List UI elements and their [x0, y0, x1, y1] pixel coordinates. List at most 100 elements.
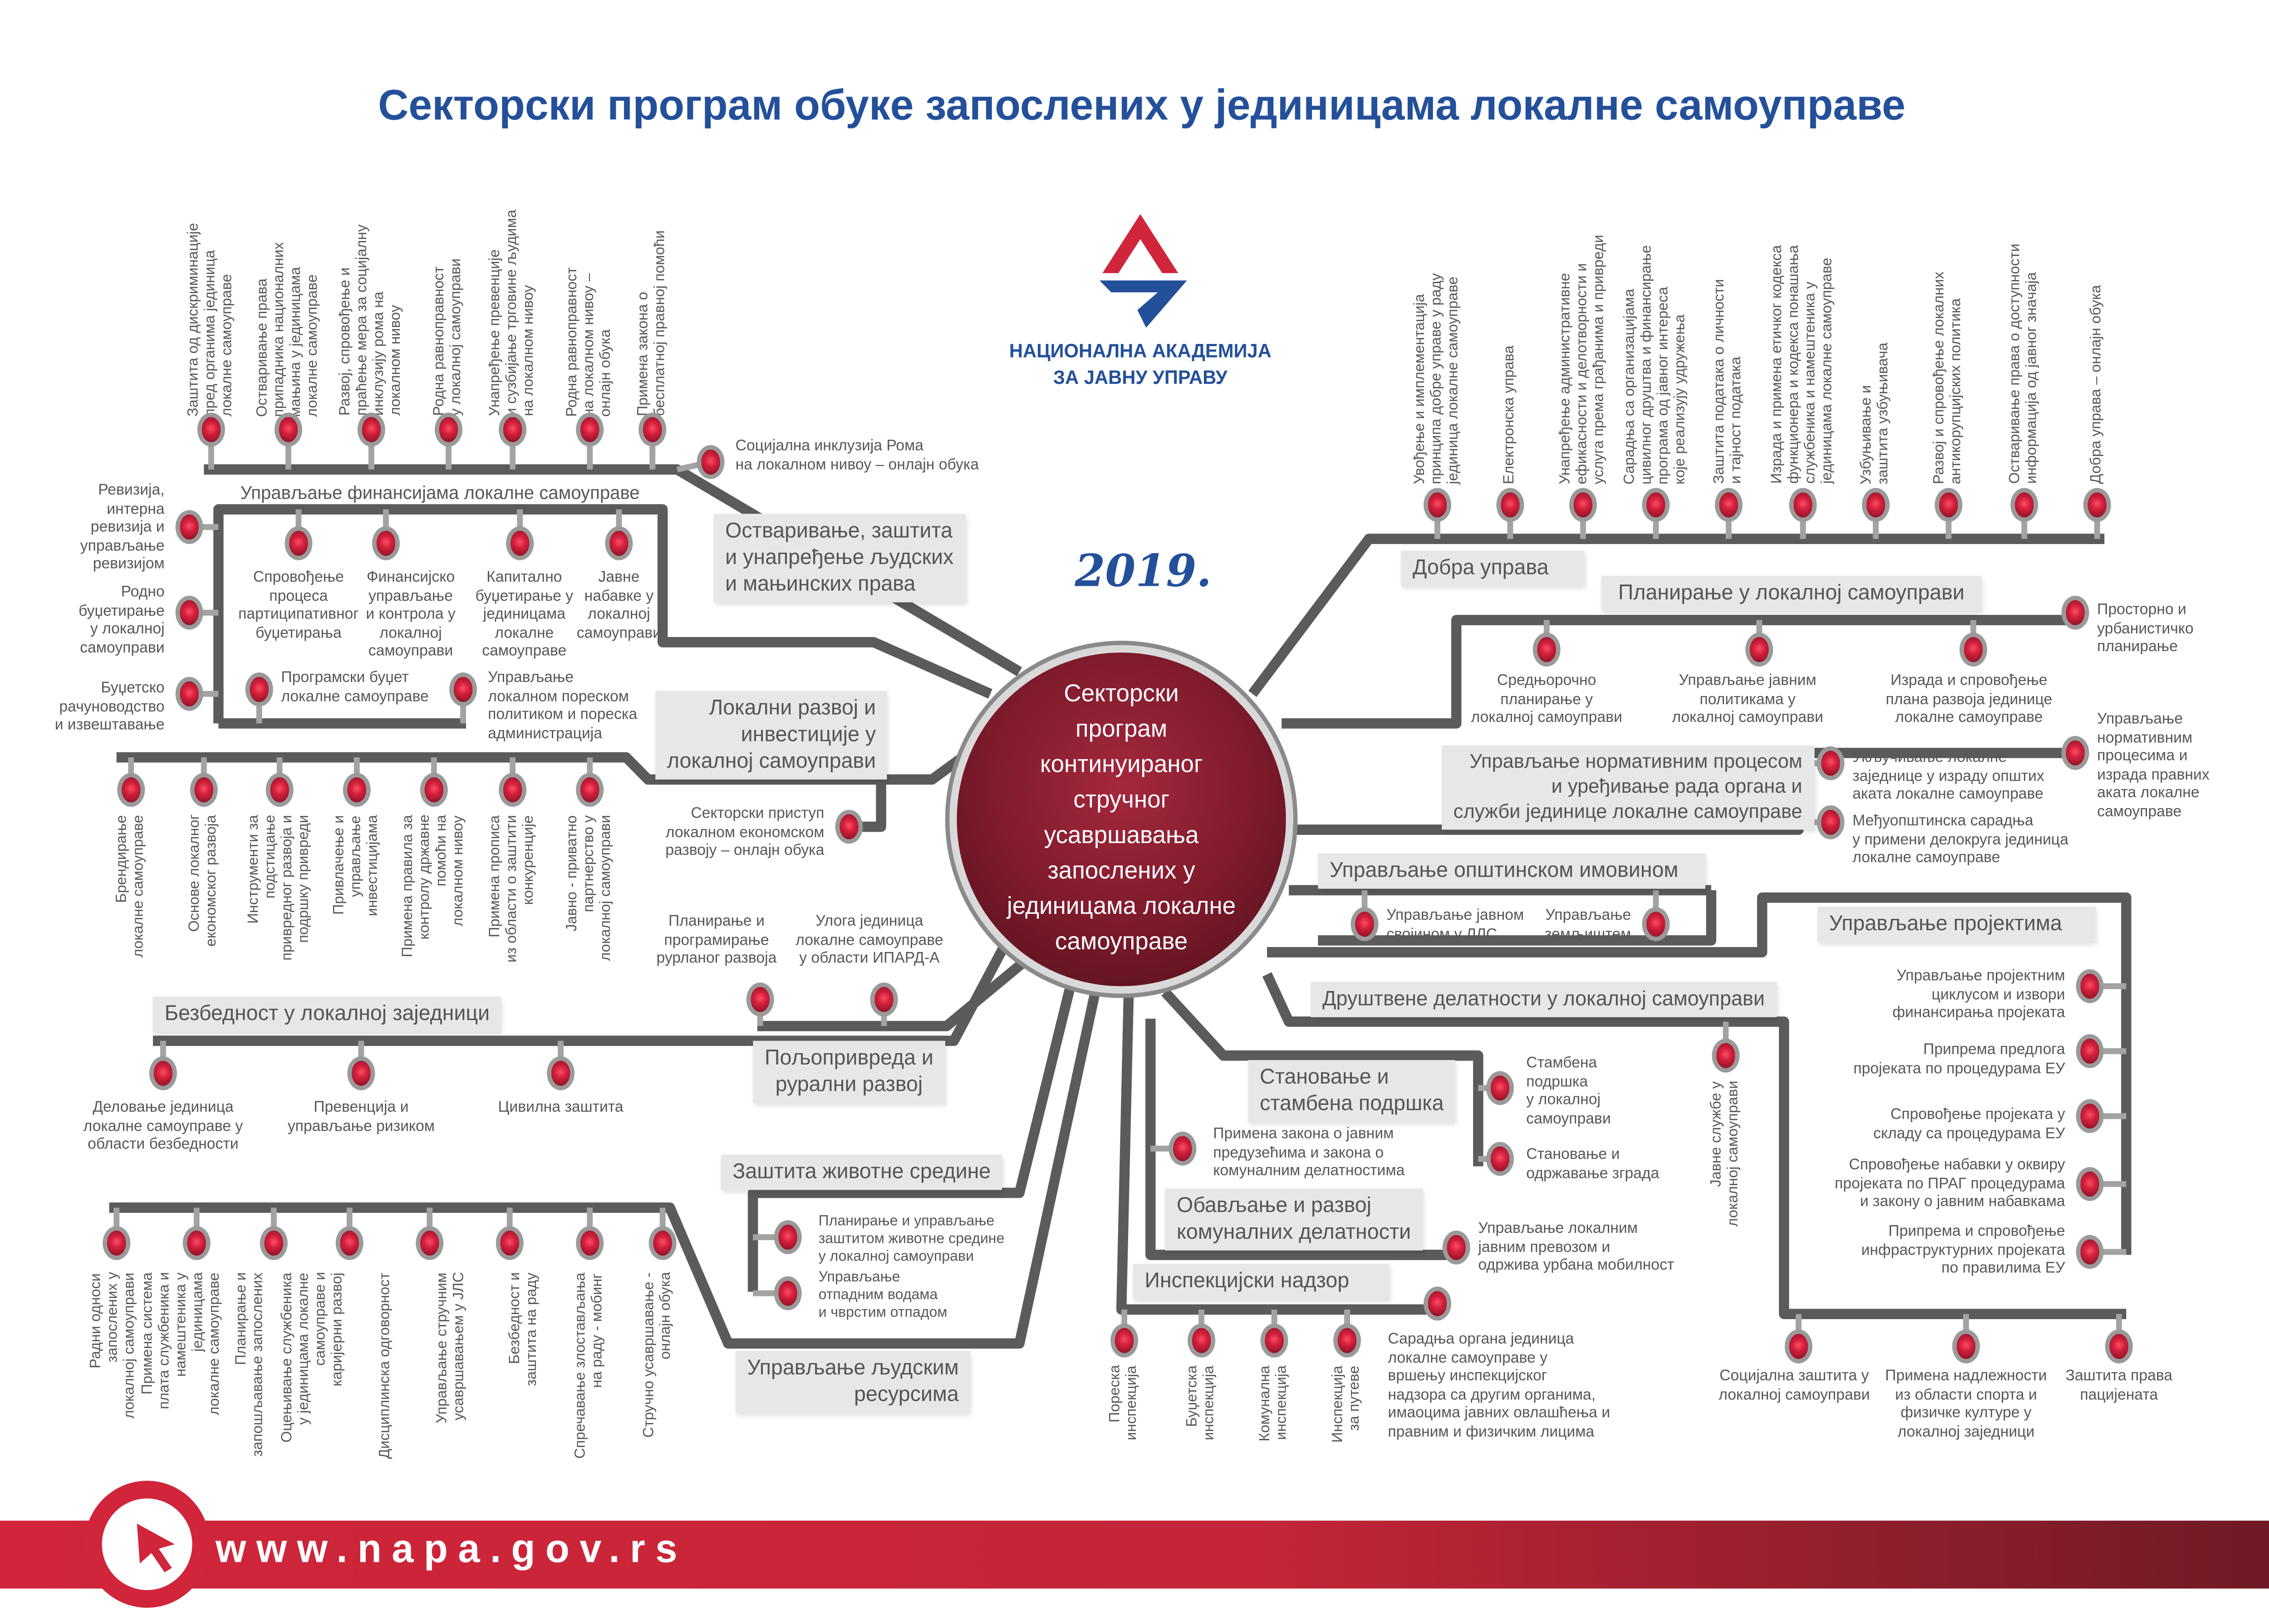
- node-pin: [2010, 488, 2038, 522]
- node-pin: [285, 526, 313, 560]
- item-label: Управљање јавном својином у ЛЛС: [1386, 906, 1524, 943]
- node-pin: [1959, 633, 1987, 667]
- node-pin: [103, 1226, 131, 1260]
- item-label: Спречавање злостављања на раду - мобинг: [573, 1272, 606, 1459]
- node-pin: [496, 1226, 524, 1260]
- item-label: Деловање јединица локалне самоуправе у о…: [83, 1098, 243, 1153]
- node-pin: [175, 677, 203, 711]
- item-label: Оцењивање службеника у јединицама локалн…: [280, 1272, 346, 1443]
- item-label: Остваривање права о доступности информац…: [2007, 244, 2041, 485]
- group-label-planning: Планирање у локалној самоуправи: [1601, 575, 1982, 612]
- node-pin: [2076, 1034, 2104, 1068]
- item-label: Брендирање локалне самоуправе: [114, 814, 147, 958]
- node-pin: [190, 773, 218, 807]
- item-label: Развој и спровођење локалних антикорупци…: [1932, 271, 1965, 485]
- node-pin: [1486, 1071, 1514, 1105]
- node-pin: [1351, 907, 1379, 942]
- item-label: Родно буџетирање у локалној самоуправи: [79, 583, 165, 657]
- item-label: Превенција и управљање ризиком: [287, 1098, 435, 1135]
- group-label-human-rights: Остваривање, заштита и унапређење људски…: [713, 514, 965, 603]
- node-pin: [357, 412, 385, 447]
- node-pin: [175, 595, 203, 630]
- item-label: Инструменти за подстицање привредног раз…: [246, 814, 313, 961]
- group-label-environment: Заштита животне средине: [721, 1154, 1002, 1190]
- group-label-normative: Управљање нормативним процесом и уређива…: [1442, 746, 1814, 829]
- item-label: Израда и примена етичког кодекса функцио…: [1769, 245, 1836, 485]
- node-pin: [2061, 736, 2089, 770]
- node-pin: [420, 773, 448, 807]
- node-pin: [648, 1226, 677, 1260]
- item-label: Сарадња органа јединица локалне самоупра…: [1388, 1330, 1611, 1441]
- item-label: Социјална заштита у локалној самоуправи: [1719, 1367, 1870, 1403]
- node-pin: [774, 1220, 802, 1254]
- node-pin: [274, 412, 302, 447]
- node-pin: [1496, 488, 1524, 522]
- item-label: Управљање локалном пореском политиком и …: [488, 668, 638, 742]
- item-label: Радни односи запослених у локалној самоу…: [88, 1272, 138, 1419]
- group-label-human-resources: Управљање људским ресурсима: [735, 1351, 971, 1413]
- item-label: Припрема предлога пројеката по процедура…: [1853, 1040, 2065, 1077]
- node-pin: [416, 1226, 444, 1260]
- group-label-projects: Управљање пројектима: [1817, 906, 2096, 942]
- node-pin: [2083, 488, 2111, 522]
- item-label: Становање и одржавање зграда: [1526, 1145, 1660, 1182]
- node-pin: [434, 412, 462, 447]
- item-label: Планирање и програмирање рурланог развој…: [656, 912, 777, 967]
- item-label: Спровођење процеса партиципативног буџет…: [238, 568, 359, 642]
- node-pin: [1789, 488, 1817, 522]
- item-label: Спровођење пројеката у складу са процеду…: [1873, 1105, 2065, 1142]
- item-label: Капитално буџетирање у јединицама локалн…: [475, 568, 574, 661]
- node-pin: [1110, 1323, 1138, 1358]
- node-pin: [1714, 488, 1743, 522]
- year-label: 2019.: [1075, 546, 1212, 598]
- group-label-rural: Пољопривреда и рурални развој: [753, 1040, 945, 1104]
- item-label: Примена система плата службеника и намеш…: [140, 1272, 223, 1415]
- item-label: Дисциплинска одговорност: [377, 1272, 394, 1459]
- node-pin: [1423, 488, 1451, 522]
- item-label: Заштита података о личности и тајност по…: [1712, 279, 1745, 485]
- node-pin: [245, 672, 273, 707]
- website-link[interactable]: www.napa.gov.rs: [215, 1526, 688, 1571]
- node-pin: [774, 1276, 802, 1310]
- item-label: Унапређење превенције и сузбијање тргови…: [487, 210, 537, 417]
- group-label-good-governance: Добра управа: [1401, 550, 1585, 587]
- node-pin: [149, 1056, 177, 1090]
- node-pin: [343, 773, 371, 807]
- item-label: Финансијско управљање и контрола у локал…: [366, 568, 456, 661]
- node-pin: [2105, 1329, 2133, 1364]
- item-label: Примена закона о јавним предузећима и за…: [1213, 1125, 1405, 1180]
- item-label: Узбуњивање и заштита узбуњивача: [1859, 342, 1892, 485]
- node-pin: [1712, 1038, 1740, 1073]
- group-label-local-development: Локални развој и инвестиције у локалној …: [655, 691, 888, 780]
- node-pin: [638, 412, 667, 447]
- node-pin: [1861, 488, 1890, 522]
- node-pin: [449, 672, 477, 707]
- node-pin: [197, 412, 225, 447]
- node-pin: [547, 1056, 575, 1090]
- item-label: Средњорочно планирање у локалној самоупр…: [1471, 672, 1622, 727]
- item-label: Укључивање локалне заједнице у израду оп…: [1852, 748, 2044, 804]
- item-label: Заштита од дискриминације пред органима …: [186, 222, 236, 417]
- group-label-property: Управљање општинском имовином: [1318, 853, 1705, 889]
- item-label: Буџетско рачуноводство и извештавање: [54, 679, 165, 734]
- node-pin: [746, 982, 774, 1017]
- logo-line-1: НАЦИОНАЛНА АКАДЕМИЈА: [1009, 339, 1272, 362]
- item-label: Пореска инспекција: [1107, 1365, 1140, 1441]
- item-label: Добра управа – онлајн обука: [2088, 285, 2105, 485]
- item-label: Буџетска инспекција: [1184, 1365, 1218, 1441]
- item-label: Сарадња са организацијама цивилног друшт…: [1622, 245, 1689, 485]
- item-label: Остваривање права припадника националних…: [255, 241, 321, 417]
- node-pin: [1642, 907, 1670, 942]
- item-label: Примена прописа из области о заштити кон…: [487, 814, 537, 963]
- item-label: Безбедност и заштита на раду: [507, 1272, 540, 1387]
- item-label: Примена закона о бесплатној правној помо…: [635, 230, 669, 417]
- node-pin: [2076, 1099, 2104, 1133]
- node-pin: [1188, 1323, 1216, 1358]
- item-label: Унапређење административне ефикасности и…: [1558, 235, 1608, 485]
- node-pin: [1952, 1329, 1980, 1364]
- node-pin: [576, 412, 604, 447]
- item-label: Улога јединица локалне самоуправе у обла…: [796, 912, 943, 967]
- node-pin: [1423, 1286, 1451, 1321]
- node-pin: [1784, 1329, 1812, 1364]
